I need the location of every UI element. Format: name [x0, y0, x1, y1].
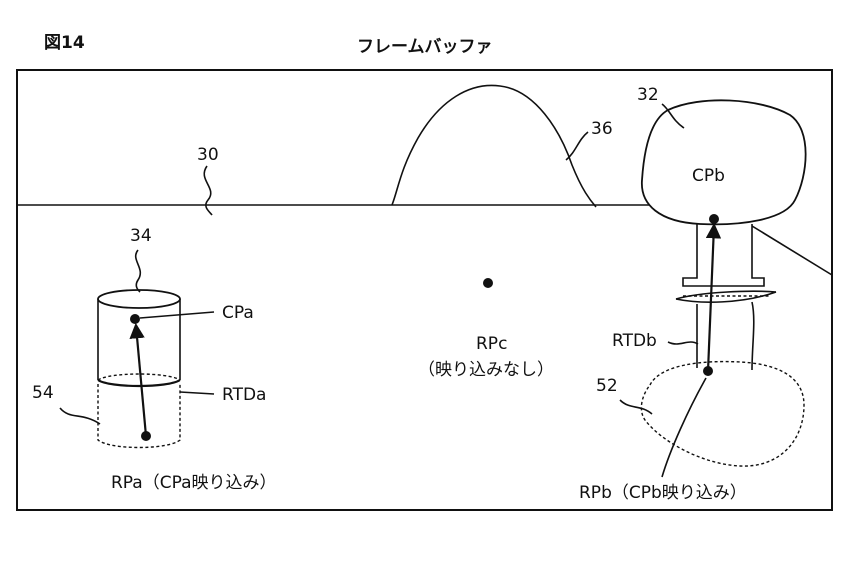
leader-rpb — [661, 377, 707, 478]
label-cpb: CPb — [692, 166, 725, 186]
stand-flange-lower — [675, 291, 777, 303]
mountain-shape — [391, 84, 597, 208]
ref-52: 52 — [596, 376, 618, 396]
point-rpa — [141, 431, 151, 441]
ref-30: 30 — [197, 145, 219, 165]
right-slope-line — [751, 225, 833, 276]
object-32-head — [641, 99, 807, 226]
label-rtda: RTDa — [222, 385, 266, 405]
leader-rtdb — [667, 341, 699, 345]
leader-54 — [59, 407, 101, 425]
stand-lower — [696, 301, 755, 371]
label-cpa: CPa — [222, 303, 254, 323]
label-rpa: RPa（CPa映り込み） — [111, 473, 277, 493]
leader-32 — [661, 103, 685, 129]
label-rtdb: RTDb — [612, 331, 657, 351]
leader-rtda — [179, 391, 215, 395]
cylinder-34-top — [97, 289, 181, 309]
point-cpa — [130, 314, 140, 324]
point-cpb — [709, 214, 719, 224]
ref-34: 34 — [130, 226, 152, 246]
cylinder-34-body — [97, 299, 181, 380]
stand-flange — [675, 290, 777, 300]
point-rpb — [703, 366, 713, 376]
stand-upper — [682, 224, 765, 287]
ref-32: 32 — [637, 85, 659, 105]
frame-buffer-border — [16, 69, 833, 511]
label-rpc: RPc — [476, 334, 507, 354]
leader-36 — [565, 131, 589, 161]
frame-buffer-title: フレームバッファ — [357, 37, 493, 57]
label-rpc-note: （映り込みなし） — [418, 360, 554, 380]
figure-label: 図14 — [44, 33, 85, 53]
reflection-region-52 — [640, 360, 805, 467]
point-rpc — [483, 278, 493, 288]
cylinder-34-base — [97, 379, 181, 388]
leader-cpa — [139, 311, 215, 319]
leader-34 — [134, 249, 142, 293]
reflection-vector-a — [129, 322, 148, 437]
cylinder-34-base-back — [97, 373, 181, 381]
ref-54: 54 — [32, 383, 54, 403]
leader-30 — [203, 165, 213, 216]
leader-52 — [619, 399, 653, 415]
label-rpb: RPb（CPb映り込み） — [579, 483, 747, 503]
ref-36: 36 — [591, 119, 613, 139]
reflection-region-54 — [97, 384, 181, 449]
reflection-vector-b — [705, 222, 722, 372]
